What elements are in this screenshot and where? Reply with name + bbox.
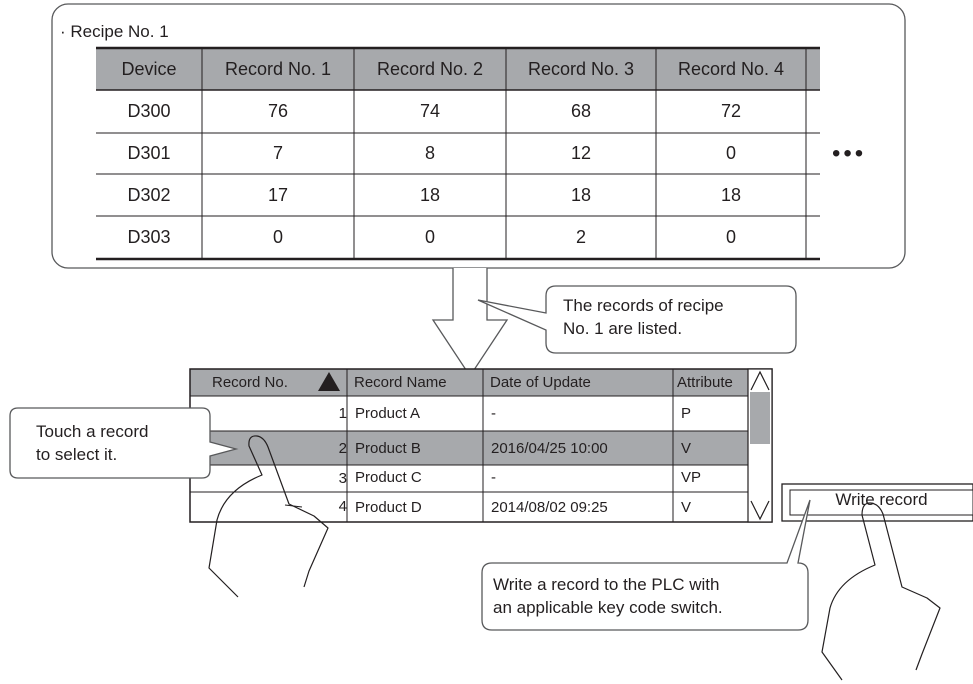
list-header-record-name[interactable]: Record Name <box>354 374 447 391</box>
list-row-date[interactable]: - <box>491 405 496 422</box>
write-record-button-label[interactable]: Write record <box>790 490 973 510</box>
list-row-date[interactable]: - <box>491 469 496 486</box>
list-header-date[interactable]: Date of Update <box>490 374 591 391</box>
callout-listed-text: The records of recipe No. 1 are listed. <box>563 294 724 340</box>
list-row-attr-selected[interactable]: V <box>681 440 691 457</box>
recipe-cell: 8 <box>354 143 506 164</box>
callout-touch-text: Touch a record to select it. <box>36 420 148 466</box>
recipe-cell: 18 <box>506 185 656 206</box>
list-row-name[interactable]: Product D <box>355 499 422 516</box>
list-row-name[interactable]: Product C <box>355 469 422 486</box>
hand-pointer-icon <box>822 503 940 680</box>
recipe-header-record-3: Record No. 3 <box>506 59 656 80</box>
more-records-ellipsis: ••• <box>832 140 866 168</box>
recipe-cell: 0 <box>202 227 354 248</box>
recipe-cell-device: D300 <box>96 101 202 122</box>
list-row-no[interactable]: 1 <box>190 405 347 422</box>
recipe-cell-device: D301 <box>96 143 202 164</box>
scrollbar-thumb[interactable] <box>750 392 770 444</box>
recipe-cell: 2 <box>506 227 656 248</box>
recipe-cell: 68 <box>506 101 656 122</box>
list-row-date-selected[interactable]: 2016/04/25 10:00 <box>491 440 608 457</box>
list-row-date[interactable]: 2014/08/02 09:25 <box>491 499 608 516</box>
list-row-no-selected[interactable]: 2 <box>190 440 347 457</box>
list-row-no[interactable]: 3 <box>190 470 347 487</box>
recipe-header-device: Device <box>96 59 202 80</box>
list-row-no[interactable]: 4 <box>190 498 347 515</box>
recipe-cell-device: D302 <box>96 185 202 206</box>
list-row-attr[interactable]: V <box>681 499 691 516</box>
recipe-cell: 7 <box>202 143 354 164</box>
recipe-header-record-4: Record No. 4 <box>656 59 806 80</box>
recipe-cell: 74 <box>354 101 506 122</box>
recipe-cell: 18 <box>354 185 506 206</box>
recipe-cell-device: D303 <box>96 227 202 248</box>
recipe-cell: 12 <box>506 143 656 164</box>
recipe-cell: 0 <box>656 227 806 248</box>
scrollbar-track[interactable] <box>748 369 772 522</box>
recipe-cell: 72 <box>656 101 806 122</box>
recipe-title: · Recipe No. 1 <box>60 22 169 42</box>
recipe-header-record-1: Record No. 1 <box>202 59 354 80</box>
callout-write-text: Write a record to the PLC with an applic… <box>493 573 723 619</box>
recipe-cell: 0 <box>656 143 806 164</box>
list-row-name[interactable]: Product A <box>355 405 420 422</box>
recipe-cell: 18 <box>656 185 806 206</box>
recipe-cell: 0 <box>354 227 506 248</box>
recipe-cell: 76 <box>202 101 354 122</box>
list-row-name-selected[interactable]: Product B <box>355 440 421 457</box>
list-row-attr[interactable]: P <box>681 405 691 422</box>
down-arrow <box>433 268 507 376</box>
list-header-attribute[interactable]: Attribute <box>677 374 733 391</box>
recipe-header-record-2: Record No. 2 <box>354 59 506 80</box>
list-row-attr[interactable]: VP <box>681 469 701 486</box>
list-header-record-no[interactable]: Record No. <box>212 374 288 391</box>
recipe-cell: 17 <box>202 185 354 206</box>
